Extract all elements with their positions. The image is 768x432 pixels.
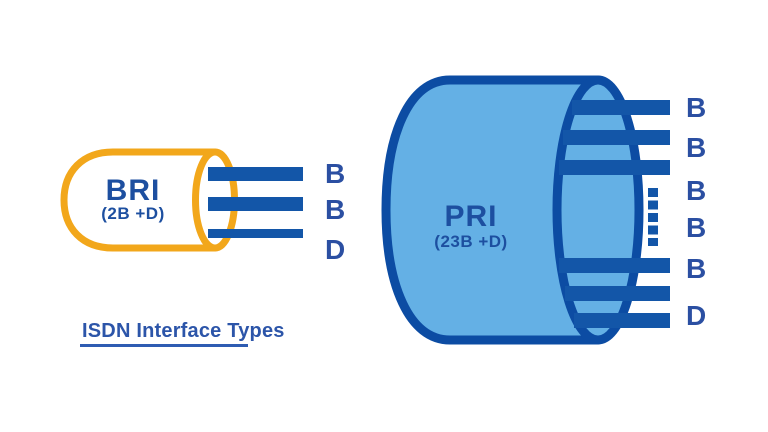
bri-cylinder: BRI (2B +D) B B D [60, 148, 345, 265]
pri-channel-label: B [686, 253, 706, 284]
bri-channel-label: D [325, 234, 345, 265]
pri-label: PRI [444, 200, 497, 233]
pri-channel-line [565, 286, 670, 301]
pri-channel-line [574, 313, 670, 328]
pri-channel-line [559, 258, 670, 273]
pri-channel-label: D [686, 300, 706, 331]
pri-channel-line [563, 130, 670, 145]
pri-channel-line [559, 160, 670, 175]
pri-channel-label: B [686, 212, 706, 243]
bri-label: BRI [106, 174, 161, 207]
pri-channel-label: B [686, 92, 706, 123]
pri-channel-line [572, 100, 670, 115]
bri-channel-line [208, 229, 303, 238]
pri-cylinder-body [381, 75, 603, 345]
bri-channel-label: B [325, 194, 345, 225]
pri-channel-label: B [686, 132, 706, 163]
pri-cylinder: PRI (23B +D) B B B B B D [381, 75, 706, 345]
caption-underline [80, 344, 248, 347]
pri-channel-label: B [686, 175, 706, 206]
bri-channel-label: B [325, 158, 345, 189]
pri-sublabel: (23B +D) [434, 232, 507, 251]
bri-channel-line [208, 167, 303, 181]
bri-channel-line [208, 197, 303, 211]
bri-sublabel: (2B +D) [101, 204, 164, 223]
diagram-caption: ISDN Interface Types [82, 320, 285, 342]
bri-cylinder-body [60, 148, 219, 252]
caption-group: ISDN Interface Types [80, 320, 285, 347]
